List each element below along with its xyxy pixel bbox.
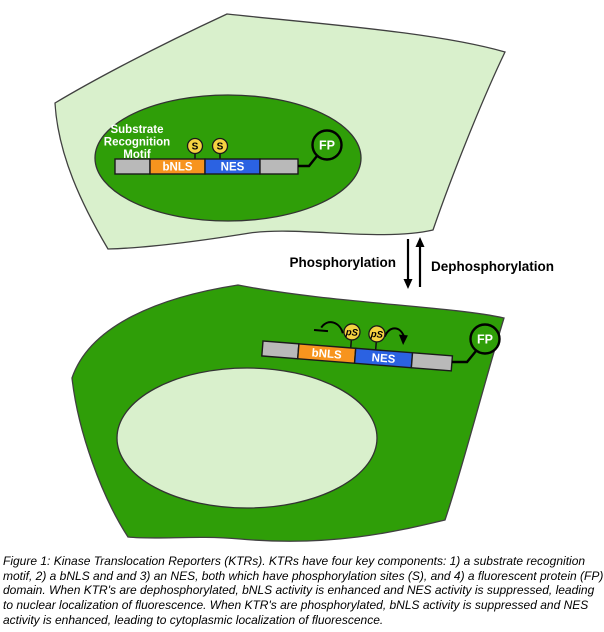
phospho-site-2-top xyxy=(211,137,229,155)
srm-label-line-3: Motif xyxy=(123,149,151,161)
inhibition-arrow-icon xyxy=(313,321,344,334)
bottom-construct: bNLS NES pS pS xyxy=(261,321,454,372)
srm-label-line-2: Recognition xyxy=(104,137,170,149)
fp-circle-top xyxy=(311,129,343,161)
top-cell-nucleus xyxy=(94,94,362,222)
caption-line: activity is enhanced, leading to cytopla… xyxy=(3,612,384,627)
phospho-site-1-top-label: S xyxy=(192,142,199,153)
phospho-site-1-bottom xyxy=(343,323,361,341)
nes-domain-top-label: NES xyxy=(221,162,245,174)
srm-domain-bottom xyxy=(261,340,300,360)
fp-label-bottom: FP xyxy=(477,333,493,347)
caption-line: domain. When KTR's are dephosphorylated,… xyxy=(3,583,595,598)
ktr-figure-diagram: Substrate Recognition Motif bNLS NES S S… xyxy=(54,13,554,542)
phospho-site-1-top xyxy=(186,137,204,155)
caption-line: Figure 1: Kinase Translocation Reporters… xyxy=(3,554,586,568)
nes-domain-bottom-label: NES xyxy=(371,352,396,366)
phosphorylation-down-arrow-icon xyxy=(403,239,413,289)
figure-caption: Figure 1: Kinase Translocation Reporters… xyxy=(3,554,604,628)
phospho-site-2-bottom-label: pS xyxy=(369,329,384,341)
linker-domain-top xyxy=(259,158,299,175)
fp-connector-bottom xyxy=(452,350,477,364)
activation-arrow-icon xyxy=(383,327,408,346)
bottom-cell-nucleus xyxy=(116,367,378,509)
fp-label-top: FP xyxy=(319,139,335,153)
fp-connector-top xyxy=(298,155,318,168)
bnls-domain-top-label: bNLS xyxy=(162,162,192,174)
srm-domain-top xyxy=(114,158,151,175)
srm-label-line-1: Substrate xyxy=(110,124,163,136)
phospho-site-2-bottom xyxy=(368,325,386,343)
phospho-site-2-top-label: S xyxy=(217,142,224,153)
phospho-site-1-bottom-label: pS xyxy=(344,327,359,339)
linker-domain-bottom xyxy=(410,352,454,372)
fp-circle-bottom xyxy=(469,323,501,355)
dephosphorylation-label: Dephosphorylation xyxy=(431,259,554,274)
caption-line: to nuclear localization of fluorescence.… xyxy=(3,598,589,613)
phosphorylation-label: Phosphorylation xyxy=(289,255,396,270)
bnls-domain-bottom-label: bNLS xyxy=(311,347,342,361)
top-construct: bNLS NES S S FP xyxy=(114,129,343,175)
dephosphorylation-up-arrow-icon xyxy=(415,237,425,287)
caption-line: motif, 2) a bNLS and and 3) an NES, both… xyxy=(3,568,604,583)
